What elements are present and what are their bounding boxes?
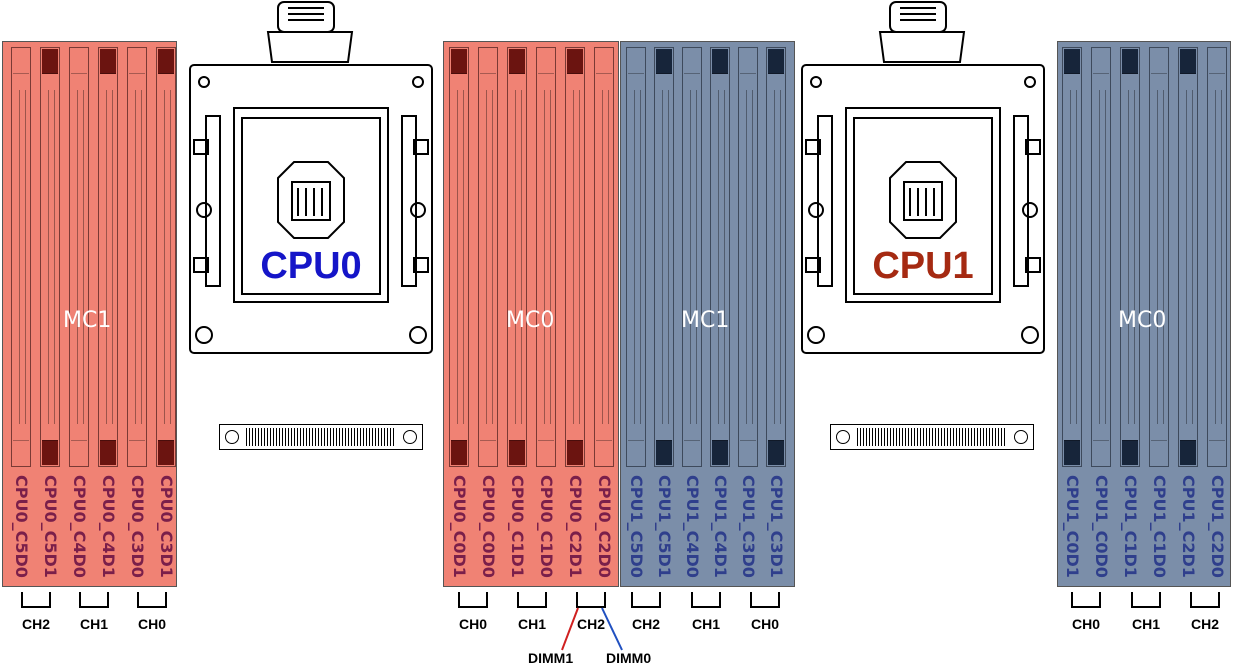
cpu1-connector bbox=[830, 424, 1034, 450]
dimm-slot bbox=[594, 47, 614, 467]
cpu0-label: CPU0 bbox=[260, 245, 361, 287]
dimm-selector-lines bbox=[561, 607, 623, 651]
dimm-slot bbox=[536, 47, 556, 467]
channel-label: CH2 bbox=[21, 616, 50, 632]
cpu0-connector bbox=[219, 424, 423, 450]
mc-label: MC0 bbox=[506, 308, 555, 333]
cpu1-mc1-bank: MC1 CPU1_C5D0 CPU1_C5D1 CPU1_C4D0 CPU1_C… bbox=[620, 41, 795, 587]
channel-label: CH1 bbox=[517, 616, 546, 632]
dimm-label: CPU0_C4D1 bbox=[98, 474, 118, 578]
channel-label: CH1 bbox=[1131, 616, 1160, 632]
dimm-label: CPU0_C1D0 bbox=[536, 474, 556, 578]
channel-label: CH0 bbox=[137, 616, 166, 632]
dimm-slot bbox=[127, 47, 147, 467]
cpu1-label: CPU1 bbox=[872, 245, 973, 287]
channel-label: CH2 bbox=[631, 616, 660, 632]
channel-label: CH2 bbox=[576, 616, 605, 632]
channel-bracket bbox=[631, 592, 661, 608]
dimm-label: CPU1_C2D1 bbox=[1178, 474, 1198, 578]
dimm-slot bbox=[98, 47, 118, 467]
channel-bracket bbox=[21, 592, 51, 608]
channel-bracket bbox=[458, 592, 488, 608]
dimm-label: CPU1_C5D0 bbox=[626, 474, 646, 578]
channel-bracket bbox=[137, 592, 167, 608]
channel-bracket bbox=[1190, 592, 1220, 608]
dimm-slot bbox=[654, 47, 674, 467]
dimm-label: CPU1_C1D0 bbox=[1149, 474, 1169, 578]
dimm-slot bbox=[766, 47, 786, 467]
channel-bracket bbox=[1131, 592, 1161, 608]
dimm-slot bbox=[478, 47, 498, 467]
channel-label: CH1 bbox=[79, 616, 108, 632]
dimm-slot bbox=[738, 47, 758, 467]
cpu0-mc1-bank: MC1 CPU0_C5D0 CPU0_C5D1 CPU0_C4D0 CPU0_C… bbox=[2, 41, 177, 587]
cpu1-socket: CPU1 bbox=[801, 1, 1045, 354]
channel-bracket bbox=[517, 592, 547, 608]
dimm-slot bbox=[507, 47, 527, 467]
channel-bracket bbox=[691, 592, 721, 608]
dimm-slot bbox=[1149, 47, 1169, 467]
dimm-slot bbox=[1120, 47, 1140, 467]
dimm-slot bbox=[682, 47, 702, 467]
dimm-label: CPU1_C3D1 bbox=[766, 474, 786, 578]
dimm-label: CPU0_C0D1 bbox=[449, 474, 469, 578]
dimm-slot bbox=[1178, 47, 1198, 467]
dimm-slot bbox=[1207, 47, 1227, 467]
dimm-label: CPU0_C5D0 bbox=[11, 474, 31, 578]
dimm-label: CPU1_C2D0 bbox=[1207, 474, 1227, 578]
dimm-slot bbox=[156, 47, 176, 467]
dimm-label: CPU1_C0D1 bbox=[1062, 474, 1082, 578]
dimm-label: CPU0_C3D1 bbox=[156, 474, 176, 578]
mc-label: MC1 bbox=[63, 308, 112, 333]
dimm-slot bbox=[565, 47, 585, 467]
dimm-label: CPU1_C4D0 bbox=[682, 474, 702, 578]
dimm-label: CPU1_C1D1 bbox=[1120, 474, 1140, 578]
dimm-slot bbox=[69, 47, 89, 467]
channel-label: CH1 bbox=[691, 616, 720, 632]
dimm-label: CPU1_C3D0 bbox=[738, 474, 758, 578]
channel-bracket bbox=[576, 592, 606, 608]
dimm-slot bbox=[40, 47, 60, 467]
channel-label: CH0 bbox=[750, 616, 779, 632]
channel-label: CH0 bbox=[458, 616, 487, 632]
dimm-label: CPU0_C2D1 bbox=[565, 474, 585, 578]
dimm-slot bbox=[11, 47, 31, 467]
dimm-label: CPU0_C4D0 bbox=[69, 474, 89, 578]
channel-bracket bbox=[1071, 592, 1101, 608]
cpu0-mc0-bank: MC0 CPU0_C0D1 CPU0_C0D0 CPU0_C1D1 CPU0_C… bbox=[443, 41, 619, 587]
dimm0-label: DIMM0 bbox=[606, 650, 652, 666]
dimm-slot bbox=[1062, 47, 1082, 467]
channel-bracket bbox=[79, 592, 109, 608]
dimm-label: CPU1_C5D1 bbox=[654, 474, 674, 578]
dimm-label: CPU0_C0D0 bbox=[478, 474, 498, 578]
channel-label: CH0 bbox=[1071, 616, 1100, 632]
cpu0-socket: CPU0 bbox=[189, 1, 433, 354]
mc-label: MC0 bbox=[1118, 308, 1167, 333]
mc-label: MC1 bbox=[681, 308, 730, 333]
dimm-label: CPU0_C2D0 bbox=[594, 474, 614, 578]
dimm-label: CPU1_C4D1 bbox=[710, 474, 730, 578]
dimm1-label: DIMM1 bbox=[528, 650, 574, 666]
cpu1-mc0-bank: MC0 CPU1_C0D1 CPU1_C0D0 CPU1_C1D1 CPU1_C… bbox=[1057, 41, 1231, 587]
dimm-label: CPU0_C5D1 bbox=[40, 474, 60, 578]
dimm-label: CPU0_C1D1 bbox=[507, 474, 527, 578]
channel-label: CH2 bbox=[1190, 616, 1219, 632]
dimm-label: CPU0_C3D0 bbox=[127, 474, 147, 578]
dimm-slot bbox=[449, 47, 469, 467]
dimm-slot bbox=[1091, 47, 1111, 467]
dimm-slot bbox=[626, 47, 646, 467]
dimm-label: CPU1_C0D0 bbox=[1091, 474, 1111, 578]
dimm-slot bbox=[710, 47, 730, 467]
channel-bracket bbox=[750, 592, 780, 608]
